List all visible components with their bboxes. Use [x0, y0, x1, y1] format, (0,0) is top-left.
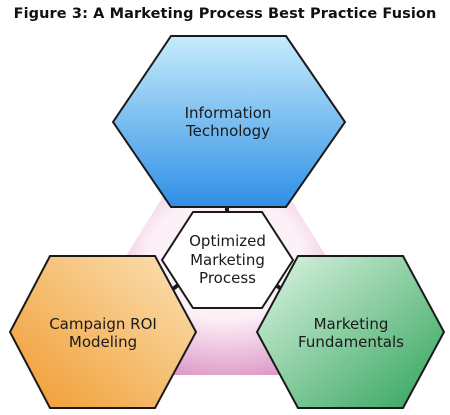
hexagon-optimized-marketing-process [160, 211, 295, 309]
hexagon-campaign-roi-modeling [8, 255, 198, 409]
label-optimized-marketing-process-line1: Optimized [189, 231, 266, 250]
label-optimized-marketing-process-line3: Process [199, 269, 256, 288]
label-marketing-fundamentals: Marketing Fundamentals [266, 310, 436, 356]
hexagon-information-technology [111, 35, 347, 208]
label-information-technology-line1: Information [184, 103, 272, 122]
label-marketing-fundamentals-line2: Fundamentals [298, 333, 404, 351]
label-information-technology-line2: Technology [185, 122, 271, 140]
label-optimized-marketing-process-line2: Marketing [190, 250, 265, 269]
label-campaign-roi-modeling-line2: Modeling [68, 333, 138, 351]
label-marketing-fundamentals-line1: Marketing [313, 314, 389, 333]
label-campaign-roi-modeling: Campaign ROI Modeling [20, 310, 186, 356]
hexagon-marketing-fundamentals [255, 255, 446, 409]
label-campaign-roi-modeling-line1: Campaign ROI [49, 314, 157, 333]
figure-title: Figure 3: A Marketing Process Best Pract… [13, 6, 437, 22]
label-information-technology: Information Technology [128, 96, 328, 148]
label-optimized-marketing-process: Optimized Marketing Process [160, 226, 295, 294]
